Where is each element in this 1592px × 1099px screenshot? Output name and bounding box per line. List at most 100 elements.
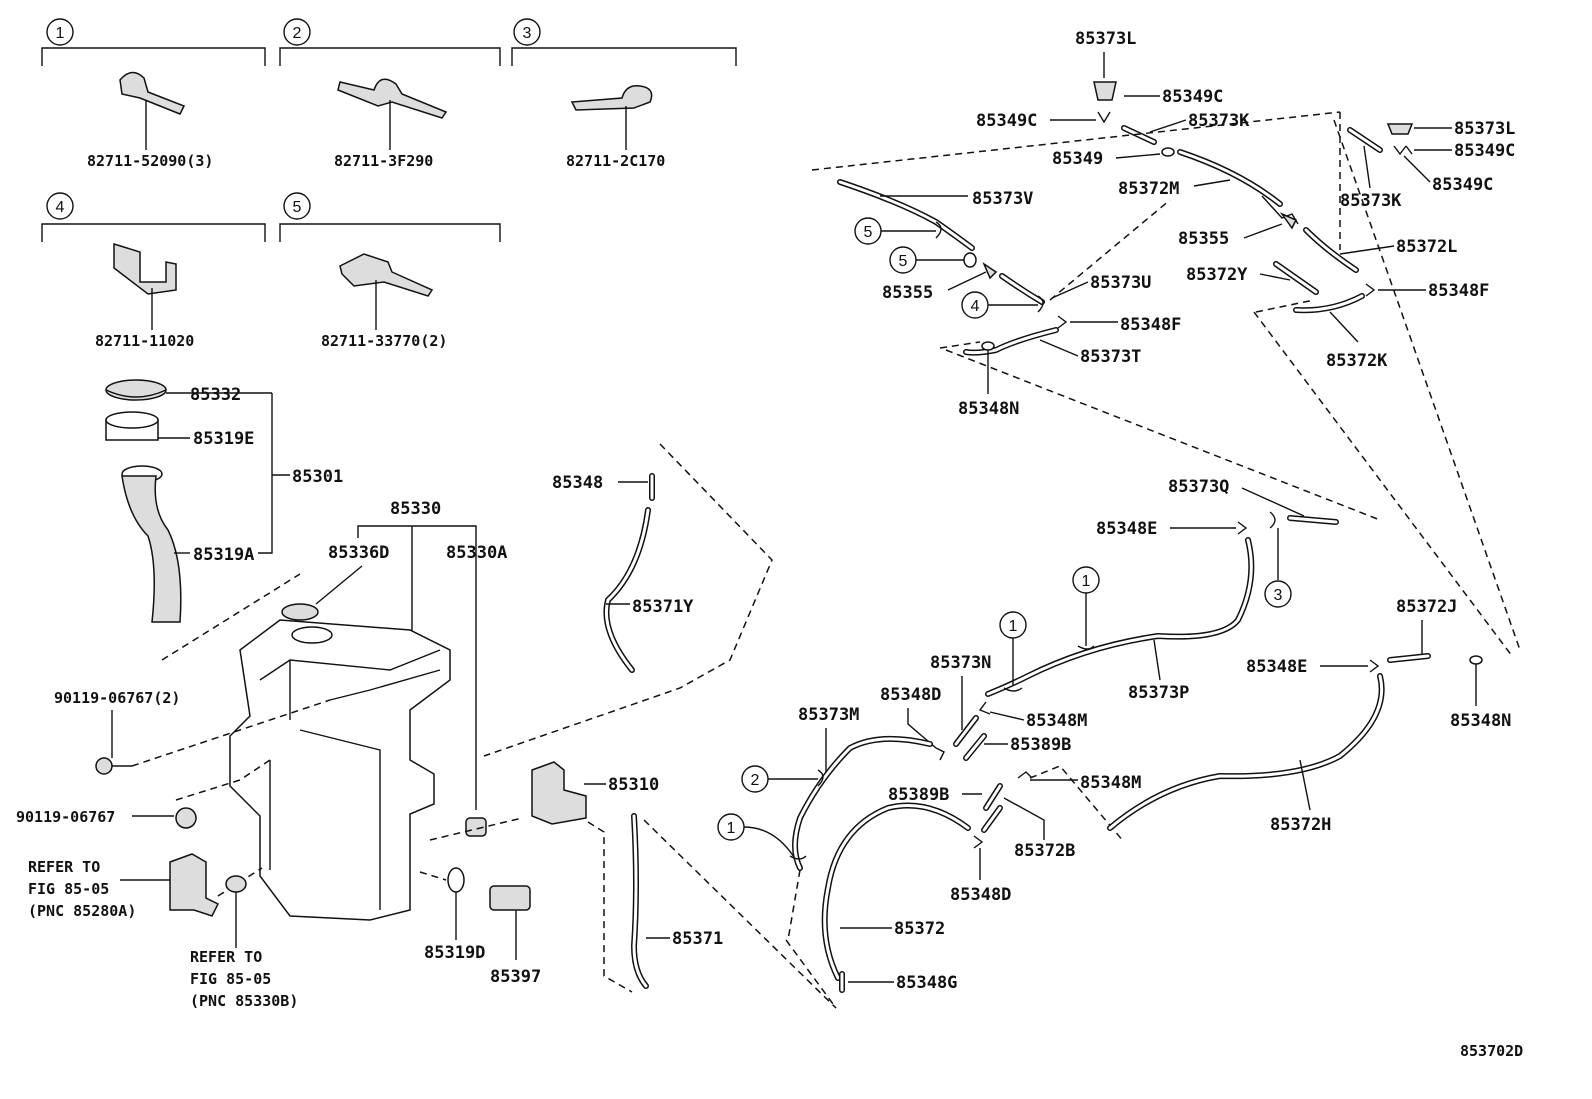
label-85330A: 85330A bbox=[446, 543, 507, 563]
ref2-line3: (PNC 85330B) bbox=[190, 992, 298, 1010]
ref2-line2: FIG 85-05 bbox=[190, 970, 271, 988]
callout-5-b: 5 bbox=[899, 253, 908, 270]
label-85348F-b: 85348F bbox=[1428, 281, 1489, 301]
label-85349C-c: 85349C bbox=[1454, 141, 1515, 161]
label-85372K: 85372K bbox=[1326, 351, 1388, 371]
o-ring bbox=[447, 867, 465, 893]
label-85348E-b: 85348E bbox=[1246, 657, 1307, 677]
label-85373K-a: 85373K bbox=[1188, 111, 1250, 131]
label-85349C-a: 85349C bbox=[1162, 87, 1223, 107]
label-85301: 85301 bbox=[292, 467, 343, 487]
middle-hose-group: 85373Q 3 85348E 1 1 85373P 85373N 85348D… bbox=[717, 477, 1339, 1009]
label-85355-a: 85355 bbox=[882, 283, 933, 303]
label-85373N: 85373N bbox=[930, 653, 991, 673]
washer-tank-group: 85330 85336D 85330A 85319D 85397 bbox=[229, 499, 541, 987]
label-85372Y: 85372Y bbox=[1186, 265, 1248, 285]
label-85371Y: 85371Y bbox=[632, 597, 694, 617]
level-sensor bbox=[489, 885, 531, 911]
variant-4-number: 4 bbox=[56, 199, 65, 216]
variant-3-part: 82711-2C170 bbox=[566, 152, 665, 170]
refer-note-grommet: REFER TO FIG 85-05 (PNC 85330B) bbox=[190, 875, 298, 1010]
lower-right-hose-group: 85372J 85348N 85348E 85372H bbox=[1107, 597, 1511, 835]
label-85371: 85371 bbox=[672, 929, 723, 949]
label-85397: 85397 bbox=[490, 967, 541, 987]
label-85332: 85332 bbox=[190, 385, 241, 405]
ref1-line2: FIG 85-05 bbox=[28, 880, 109, 898]
label-85372H: 85372H bbox=[1270, 815, 1331, 835]
label-85372M: 85372M bbox=[1118, 179, 1179, 199]
label-85373M: 85373M bbox=[798, 705, 859, 725]
label-85348D-a: 85348D bbox=[880, 685, 941, 705]
callout-4: 4 bbox=[971, 298, 980, 315]
label-85355-b: 85355 bbox=[1178, 229, 1229, 249]
variant-2-part: 82711-3F290 bbox=[334, 152, 433, 170]
label-85372L: 85372L bbox=[1396, 237, 1457, 257]
bolt-group: 90119-06767(2) 90119-06767 bbox=[16, 689, 331, 829]
variant-5-number: 5 bbox=[293, 199, 302, 216]
label-85348: 85348 bbox=[552, 473, 603, 493]
label-85349C-d: 85349C bbox=[1432, 175, 1493, 195]
washer-motor bbox=[169, 853, 220, 917]
label-85336D: 85336D bbox=[328, 543, 389, 563]
label-85373L-a: 85373L bbox=[1075, 29, 1136, 49]
variant-panel-1: 1 82711-52090(3) bbox=[41, 18, 266, 170]
label-85310: 85310 bbox=[608, 775, 659, 795]
variant-2-number: 2 bbox=[293, 25, 302, 42]
variant-1-number: 1 bbox=[56, 25, 65, 42]
ref1-line3: (PNC 85280A) bbox=[28, 902, 136, 920]
callout-2: 2 bbox=[751, 772, 760, 789]
label-85372B: 85372B bbox=[1014, 841, 1075, 861]
refer-note-pump: REFER TO FIG 85-05 (PNC 85280A) bbox=[28, 853, 263, 920]
washer-tank bbox=[229, 619, 451, 921]
label-85348N-a: 85348N bbox=[958, 399, 1019, 419]
label-85319A: 85319A bbox=[193, 545, 254, 565]
variant-4-part: 82711-11020 bbox=[95, 332, 194, 350]
variant-panel-5: 5 82711-33770(2) bbox=[279, 192, 501, 350]
label-85319D: 85319D bbox=[424, 943, 485, 963]
callout-1-c: 1 bbox=[727, 820, 736, 837]
label-85373L-b: 85373L bbox=[1454, 119, 1515, 139]
callout-1-b: 1 bbox=[1009, 618, 1018, 635]
callout-5-a: 5 bbox=[864, 224, 873, 241]
label-85348M-a: 85348M bbox=[1026, 711, 1087, 731]
label-85372: 85372 bbox=[894, 919, 945, 939]
label-85348F-a: 85348F bbox=[1120, 315, 1181, 335]
pump-hose-group: 85348 85371Y 85310 85371 bbox=[483, 443, 837, 1009]
label-85348M-b: 85348M bbox=[1080, 773, 1141, 793]
ref2-line1: REFER TO bbox=[190, 948, 262, 966]
callout-3: 3 bbox=[1274, 587, 1283, 604]
variant-panel-2: 2 82711-3F290 bbox=[279, 18, 501, 170]
ref1-line1: REFER TO bbox=[28, 858, 100, 876]
label-85372J: 85372J bbox=[1396, 597, 1457, 617]
label-85319E: 85319E bbox=[193, 429, 254, 449]
label-85373U: 85373U bbox=[1090, 273, 1151, 293]
label-85348D-b: 85348D bbox=[950, 885, 1011, 905]
upper-nozzle-group: 85373L 85349C 85349C 85373K 85349 85372M… bbox=[811, 29, 1521, 657]
label-90119-06767: 90119-06767 bbox=[16, 808, 115, 826]
right-nozzle-group: 85373L 85349C 85349C 85373K 85355 85372L… bbox=[1178, 119, 1515, 371]
figure-id: 853702D bbox=[1460, 1042, 1523, 1060]
label-85348G: 85348G bbox=[896, 973, 957, 993]
label-85373V: 85373V bbox=[972, 189, 1033, 209]
label-85348E-a: 85348E bbox=[1096, 519, 1157, 539]
label-90119-06767-2: 90119-06767(2) bbox=[54, 689, 180, 707]
filler-pipe bbox=[121, 475, 182, 623]
variant-1-part: 82711-52090(3) bbox=[87, 152, 213, 170]
variant-panel-4: 4 82711-11020 bbox=[41, 192, 266, 350]
filler-neck-group: 85332 85319E 85301 85319A bbox=[105, 379, 343, 661]
label-85348N-b: 85348N bbox=[1450, 711, 1511, 731]
label-85389B-b: 85389B bbox=[888, 785, 949, 805]
label-85389B-a: 85389B bbox=[1010, 735, 1071, 755]
bolt-b bbox=[175, 807, 197, 829]
washer-pump bbox=[531, 761, 587, 825]
label-85349C-b: 85349C bbox=[976, 111, 1037, 131]
label-85349: 85349 bbox=[1052, 149, 1103, 169]
variant-3-number: 3 bbox=[523, 25, 532, 42]
callout-1-a: 1 bbox=[1082, 573, 1091, 590]
bolt-a bbox=[95, 757, 113, 775]
label-85373P: 85373P bbox=[1128, 683, 1189, 703]
variant-5-part: 82711-33770(2) bbox=[321, 332, 447, 350]
label-85373T: 85373T bbox=[1080, 347, 1141, 367]
label-85330: 85330 bbox=[390, 499, 441, 519]
